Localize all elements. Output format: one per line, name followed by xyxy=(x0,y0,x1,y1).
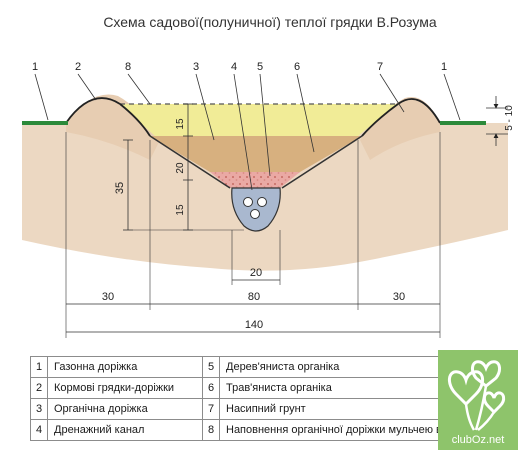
drain-pipe xyxy=(243,197,253,207)
layer-15-bottom-label: 15 xyxy=(175,204,186,216)
watermark-text: clubOz.net xyxy=(451,434,505,446)
mulch-fill-layer xyxy=(120,104,398,136)
legend-num: 2 xyxy=(30,377,48,399)
hearts-tree-icon xyxy=(448,360,506,431)
legend-num: 7 xyxy=(202,398,220,420)
woody-organics-layer xyxy=(210,172,300,188)
ground-profile-left-slope xyxy=(119,103,151,137)
callout-6: 6 xyxy=(294,61,300,73)
side-depth-dimension: 5 - 10 xyxy=(486,96,515,146)
callout-8: 8 xyxy=(125,61,131,73)
legend-num: 8 xyxy=(202,419,220,441)
trench-outline xyxy=(149,135,363,189)
legend-row: 2 Кормові грядки-доріжки 6 Трав'яниста о… xyxy=(30,377,471,399)
channel-width-dimension: 20 xyxy=(231,230,281,285)
layer-dimensions: 15 20 15 35 xyxy=(114,103,244,231)
legend-text: Кормові грядки-доріжки xyxy=(47,377,203,399)
ground-profile-right-slope xyxy=(361,103,399,137)
width-dimensions: 30 80 30 140 xyxy=(65,132,441,338)
legend-text: Газонна доріжка xyxy=(47,356,203,378)
total-140-label: 140 xyxy=(245,319,263,331)
watermark-logo: clubOz.net xyxy=(438,350,518,450)
channel-20-label: 20 xyxy=(250,267,262,279)
side-depth-label: 5 - 10 xyxy=(504,105,515,131)
callouts: 1 2 8 3 4 5 6 7 1 xyxy=(32,61,461,191)
legend-row: 1 Газонна доріжка 5 Дерев'яниста органік… xyxy=(30,356,471,378)
center-80-label: 80 xyxy=(248,291,260,303)
callout-1-right: 1 xyxy=(441,61,447,73)
callout-2: 2 xyxy=(75,61,81,73)
legend-num: 5 xyxy=(202,356,220,378)
legend-text: Насипний грунт xyxy=(218,398,471,420)
layer-15-top-label: 15 xyxy=(175,118,186,130)
mound-right xyxy=(360,97,440,160)
callout-4: 4 xyxy=(231,61,237,73)
legend-row: 4 Дренажний канал 8 Наповнення органічно… xyxy=(30,419,471,441)
callout-7: 7 xyxy=(377,61,383,73)
right-30-label: 30 xyxy=(393,291,405,303)
drain-pipe xyxy=(257,197,267,207)
layer-20-label: 20 xyxy=(175,162,186,174)
legend-text: Дерев'яниста органіка xyxy=(218,356,471,378)
legend-num: 4 xyxy=(30,419,48,441)
ground-profile-line xyxy=(65,97,441,124)
legend-row: 3 Органічна доріжка 7 Насипний грунт xyxy=(30,398,471,420)
legend-text: Органічна доріжка xyxy=(47,398,203,420)
legend-text: Дренажний канал xyxy=(47,419,203,441)
legend-num: 1 xyxy=(30,356,48,378)
diagram-title: Схема садової(полуничної) теплої грядки … xyxy=(103,14,437,30)
callout-5: 5 xyxy=(257,61,263,73)
drain-pipe xyxy=(250,209,260,219)
legend-num: 6 xyxy=(202,377,220,399)
legend-text: Трав'яниста органіка xyxy=(218,377,471,399)
legend-text: Наповнення органічної доріжки мульчею ви… xyxy=(218,419,471,441)
grass-path-right xyxy=(440,121,486,125)
left-30-label: 30 xyxy=(102,291,114,303)
legend-num: 3 xyxy=(30,398,48,420)
callout-3: 3 xyxy=(193,61,199,73)
callout-1-left: 1 xyxy=(32,61,38,73)
organic-path-layer xyxy=(150,136,362,172)
soil-lower-edge xyxy=(22,230,508,310)
legend-table: 1 Газонна доріжка 5 Дерев'яниста органік… xyxy=(30,356,471,441)
grass-path-left xyxy=(22,121,68,125)
depth-35-label: 35 xyxy=(114,182,126,194)
